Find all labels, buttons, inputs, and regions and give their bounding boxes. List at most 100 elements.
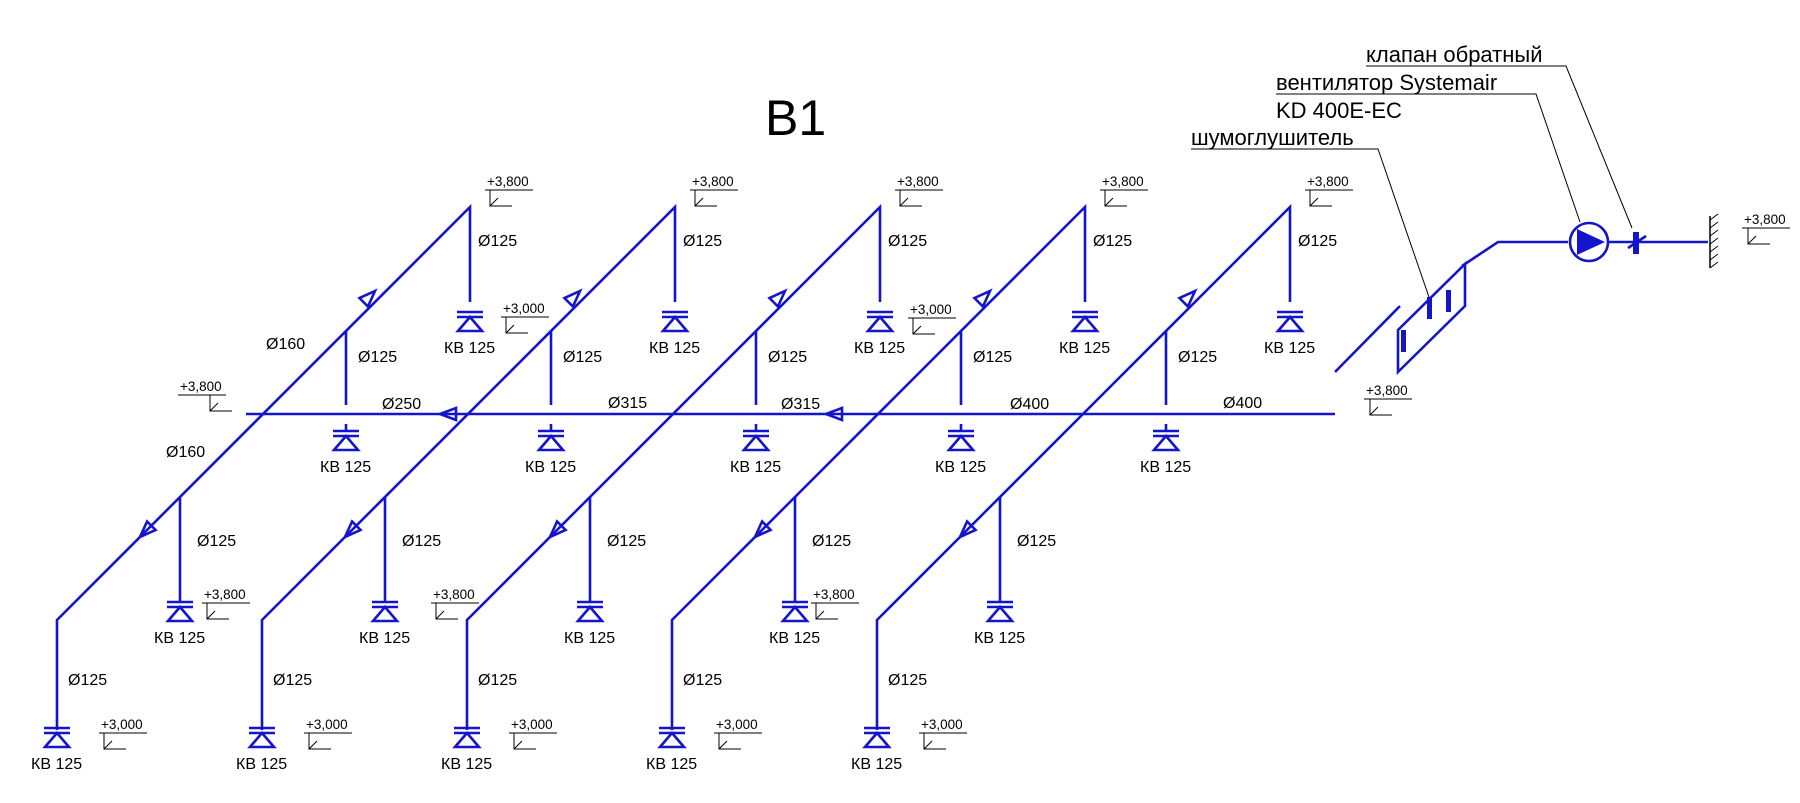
flow-arrow-icon (957, 519, 978, 540)
callout-silencer: шумоглушитель (1191, 125, 1431, 301)
elevation-mark: +3,000 (908, 302, 956, 335)
diam-label: Ø315 (781, 396, 820, 413)
diffuser-label: КВ 125 (854, 340, 905, 357)
diffuser-label: КВ 125 (564, 630, 615, 647)
elevation-mark: +3,000 (509, 717, 557, 750)
callout-fan-label-2: KD 400E-EC (1276, 98, 1402, 123)
diam-label: Ø125 (888, 672, 927, 689)
elevation-mark: +3,800 (690, 174, 738, 207)
diam-label: Ø125 (478, 233, 517, 250)
diffuser-label: КВ 125 (31, 756, 82, 773)
system-title: В1 (765, 90, 826, 146)
diam-label: Ø315 (608, 395, 647, 412)
svg-text:+3,800: +3,800 (1366, 383, 1408, 398)
diffuser-label: КВ 125 (974, 630, 1025, 647)
elevation-value: +3,800 (897, 174, 939, 189)
flow-arrow-icon (137, 519, 158, 540)
diffuser-icon (1070, 310, 1100, 333)
diffuser-label: КВ 125 (769, 630, 820, 647)
elevation-value: +3,800 (487, 174, 529, 189)
diffuser-label: КВ 125 (236, 756, 287, 773)
flow-arrow-icon (342, 519, 363, 540)
diffuser-icon (985, 600, 1015, 623)
diffuser-icon (247, 726, 277, 749)
elevation-mark: +3,000 (714, 717, 762, 750)
elevation-mark: +3,800 (1100, 174, 1148, 207)
elevation-mark: +3,800 (895, 174, 943, 207)
elevation-mark: +3,000 (919, 717, 967, 750)
callout-silencer-label: шумоглушитель (1191, 125, 1354, 150)
callout-fan-label-1: вентилятор Systemair (1276, 70, 1497, 95)
callout-check-valve: клапан обратный (1366, 42, 1633, 229)
diam-label: Ø125 (1178, 349, 1217, 366)
diffuser-label: КВ 125 (1264, 340, 1315, 357)
elevation-mark: +3,000 (99, 717, 147, 750)
diam-label: Ø125 (68, 672, 107, 689)
main-collector (246, 406, 1335, 422)
diam-label: Ø400 (1223, 395, 1262, 412)
diffuser-icon (1275, 310, 1305, 333)
flow-arrow-icon (972, 288, 993, 309)
elevation-value: +3,000 (910, 302, 952, 317)
diffuser-icon (165, 600, 195, 623)
diffuser-icon (946, 429, 976, 452)
diffuser-icon (741, 429, 771, 452)
diam-label: Ø125 (563, 349, 602, 366)
diam-label: Ø400 (1010, 396, 1049, 413)
diffuser-label: КВ 125 (1140, 459, 1191, 476)
wall-hatch-icon (1709, 213, 1719, 269)
elevation-value: +3,000 (101, 717, 143, 732)
elevation-value: +3,800 (1102, 174, 1144, 189)
diffuser-label: КВ 125 (525, 459, 576, 476)
flow-arrow-icon (752, 519, 773, 540)
elevation-mark: +3,800 (178, 379, 232, 412)
diam-label: Ø125 (1093, 233, 1132, 250)
elevation-mark: +3,000 (501, 301, 549, 334)
callout-fan: вентилятор Systemair KD 400E-EC (1276, 70, 1581, 223)
check-valve-icon (1627, 232, 1647, 254)
diffuser-icon (370, 600, 400, 623)
flow-arrow-icon (1177, 288, 1198, 309)
diffuser-icon (455, 310, 485, 333)
diam-label: Ø125 (607, 533, 646, 550)
diffuser-label: КВ 125 (444, 340, 495, 357)
diam-label: Ø125 (683, 672, 722, 689)
diffuser-label: КВ 125 (154, 630, 205, 647)
diam-label: Ø125 (358, 349, 397, 366)
diffuser-icon (575, 600, 605, 623)
flow-arrow-icon (357, 288, 378, 309)
diam-label: Ø125 (888, 233, 927, 250)
diffuser-icon (1151, 429, 1181, 452)
diffuser-label: КВ 125 (851, 756, 902, 773)
diam-label: Ø125 (478, 672, 517, 689)
diam-label: Ø125 (683, 233, 722, 250)
svg-text:+3,800: +3,800 (180, 379, 222, 394)
diam-label: Ø125 (812, 533, 851, 550)
diffuser-icon (865, 310, 895, 333)
elevation-mark-fan: +3,800 (1742, 212, 1790, 245)
elevation-value: +3,000 (921, 717, 963, 732)
diam-label: Ø125 (402, 533, 441, 550)
elevation-value: +3,800 (692, 174, 734, 189)
diffuser-label: КВ 125 (730, 459, 781, 476)
elevation-value: +3,800 (433, 587, 475, 602)
equipment: +3,800 (1334, 212, 1790, 376)
diffuser-label: КВ 125 (441, 756, 492, 773)
elevation-mark: +3,800 (202, 587, 250, 620)
diffuser-label: КВ 125 (1059, 340, 1110, 357)
diam-label: Ø125 (768, 349, 807, 366)
diffuser-icon (660, 310, 690, 333)
flow-arrow-icon (436, 406, 458, 422)
diffuser-icon (780, 600, 810, 623)
diffuser-icon (657, 726, 687, 749)
diam-label: Ø125 (1017, 533, 1056, 550)
elevation-value: +3,000 (716, 717, 758, 732)
flow-arrow-icon (562, 288, 583, 309)
diam-label: Ø125 (973, 349, 1012, 366)
flow-arrow-icon (547, 519, 568, 540)
